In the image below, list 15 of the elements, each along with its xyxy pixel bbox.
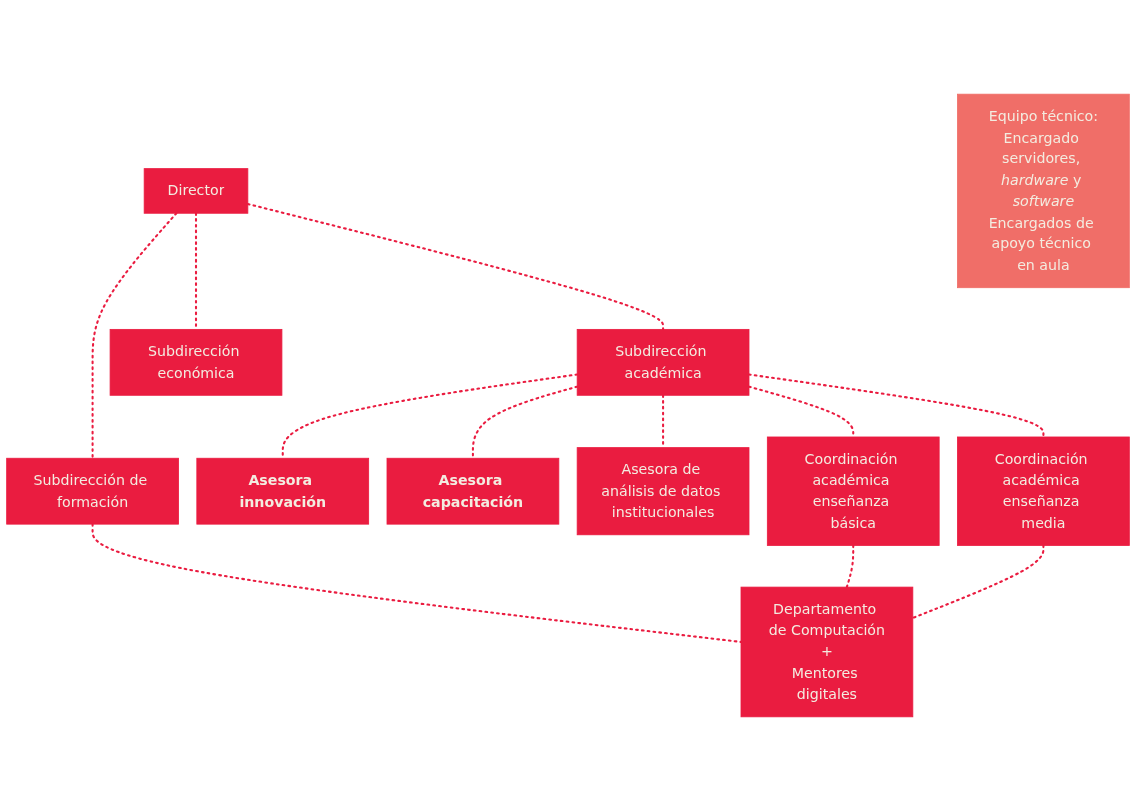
node-box: Coordinación académica enseñanza media [957, 436, 1130, 546]
connector [246, 202, 665, 331]
connector [911, 544, 1045, 619]
node-box: Asesora innovación [196, 457, 370, 525]
node-box: Equipo técnico: Encargado servidores, hardware y software Encargados de apoyo técnico en aula [957, 93, 1130, 289]
node-box: Coordinación académica enseñanza básica [766, 436, 940, 546]
node-box: Director [143, 168, 249, 214]
node-box: Subdirección académica [576, 328, 750, 396]
node-box: Asesora de análisis de datos institucionales [576, 447, 750, 536]
node-box: Subdirección económica [109, 328, 283, 396]
node-box: Asesora capacitación [386, 457, 560, 525]
connector [91, 212, 178, 460]
node-box: Departamento de Computación + Mentores digitales [740, 586, 914, 718]
connector [845, 544, 855, 589]
node-box: Subdirección de formación [6, 457, 179, 525]
